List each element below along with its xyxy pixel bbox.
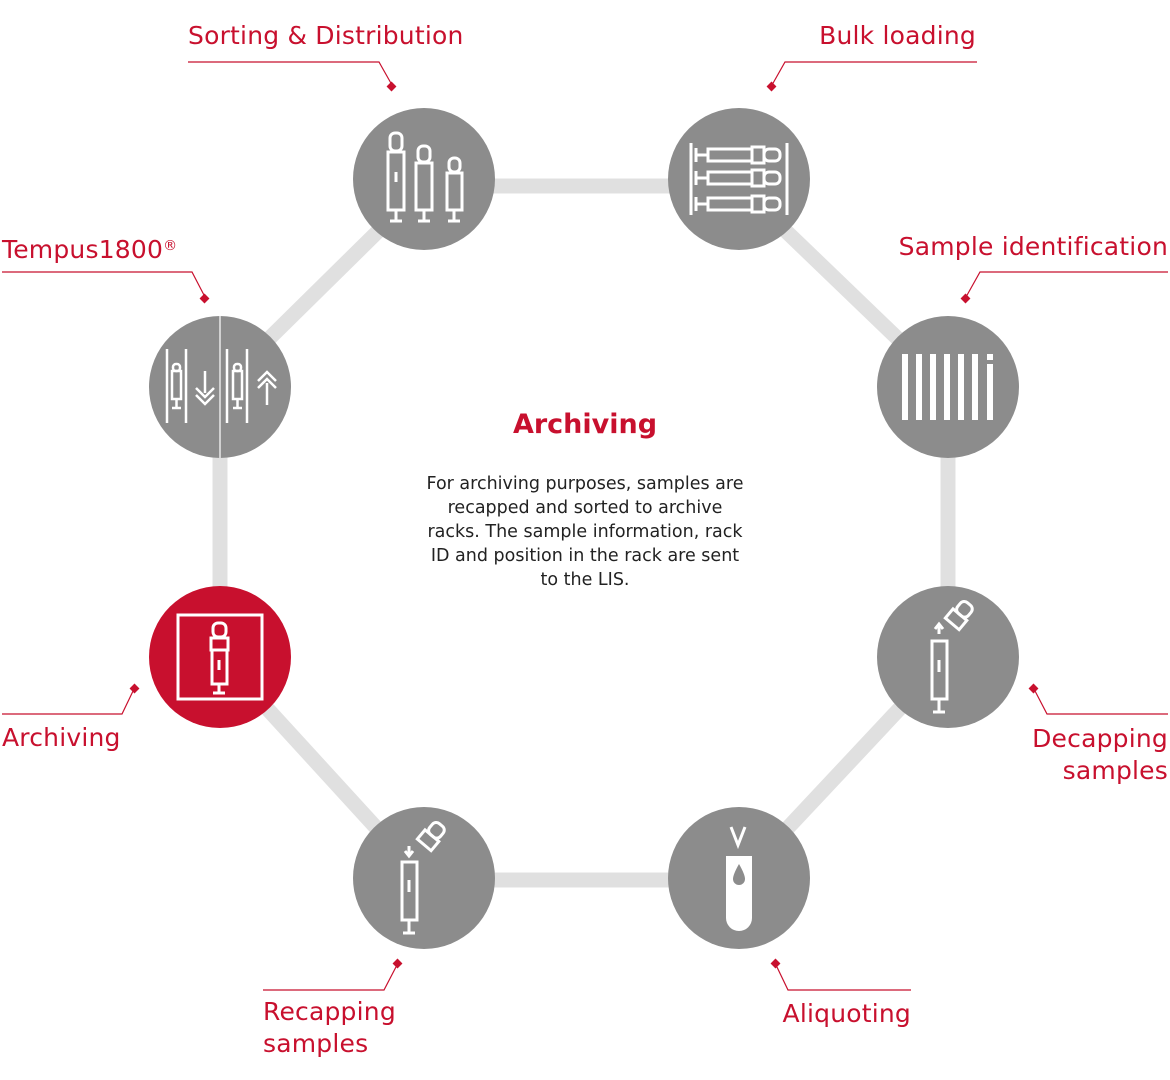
step-node-identification[interactable] [877, 316, 1019, 458]
detail-title: Archiving [512, 409, 658, 440]
step-label-archiving[interactable]: Archiving [2, 723, 121, 752]
step-label-tempus[interactable]: Tempus1800® [2, 234, 177, 266]
step-label-identification[interactable]: Sample identification [898, 232, 1168, 261]
step-label-line: samples [1062, 756, 1168, 785]
leader-line-tempus [2, 271, 206, 298]
tube-rack-icon [689, 143, 789, 215]
detail-description: For archiving purposes, samples are reca… [426, 474, 744, 590]
step-label-bulk[interactable]: Bulk loading [819, 21, 976, 50]
leader-line-bulk [771, 61, 977, 86]
step-node-aliquoting[interactable] [668, 807, 810, 949]
aliquot-tube-icon [726, 826, 752, 931]
step-label-aliquoting[interactable]: Aliquoting [782, 999, 911, 1028]
three-tubes-icon [386, 131, 464, 223]
leader-marker [1028, 683, 1039, 694]
step-label-line: Recapping [263, 997, 396, 1026]
leader-line-decapping [1033, 688, 1168, 715]
leader-marker [770, 958, 781, 969]
barcode-icon [902, 354, 993, 420]
step-node-decapping[interactable] [877, 586, 1019, 728]
node-circle [353, 807, 495, 949]
step-label-sorting[interactable]: Sorting & Distribution [188, 21, 464, 50]
leader-marker [129, 683, 140, 694]
recap-tube-icon [400, 821, 446, 935]
step-label-decapping[interactable]: Decapping samples [1032, 723, 1168, 787]
step-label-recapping[interactable]: Recapping samples [263, 996, 396, 1060]
decap-tube-icon [930, 600, 974, 714]
step-node-archiving[interactable] [149, 586, 291, 728]
node-circle [668, 108, 810, 250]
step-label-line: samples [263, 1029, 369, 1058]
leader-line-recapping [263, 964, 398, 991]
leader-marker [960, 293, 971, 304]
registered-mark: ® [163, 238, 178, 254]
leader-lines [2, 61, 1168, 991]
step-label-line: Decapping [1032, 724, 1168, 753]
archive-tube-icon [176, 613, 264, 701]
step-label-text: Tempus1800 [2, 235, 164, 264]
step-node-sorting[interactable] [353, 108, 495, 250]
step-node-bulk[interactable] [668, 108, 810, 250]
node-circle [353, 108, 495, 250]
tempus-in-out-icon [165, 349, 277, 423]
leader-line-identification [965, 271, 1168, 298]
leader-marker [766, 81, 777, 92]
step-node-recapping[interactable] [353, 807, 495, 949]
leader-line-archiving [2, 688, 135, 715]
step-node-tempus[interactable] [149, 316, 291, 458]
leader-marker [392, 958, 403, 969]
node-circle [149, 586, 291, 728]
leader-line-aliquoting [775, 964, 911, 991]
leader-marker [386, 81, 397, 92]
leader-marker [199, 293, 210, 304]
leader-line-sorting [188, 61, 393, 86]
leader-markers [129, 81, 1039, 969]
